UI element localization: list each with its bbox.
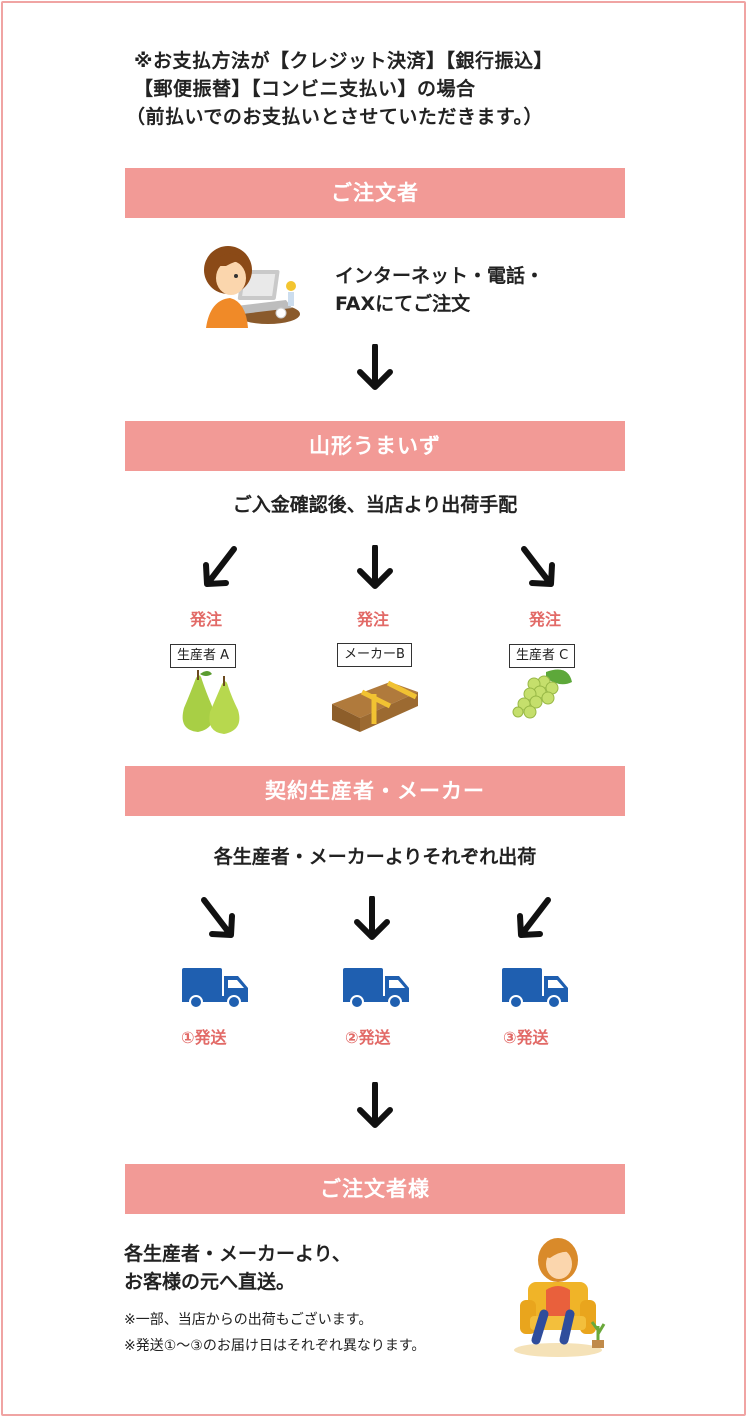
ordering-methods-line-2: FAXにてご注文 [335,293,471,315]
order-label-c: 発注 [529,610,562,629]
package-icon [332,680,418,732]
producer-a-label: 生産者 A [170,644,237,668]
producers-shipping-text: 各生産者・メーカーよりそれぞれ出荷 [213,846,537,868]
shipment-label-3: ③発送 [503,1028,549,1047]
shipping-note-1: ※一部、当店からの出荷もございます。 [124,1312,373,1328]
grapes-icon [512,669,572,719]
payment-note-line-2: 【郵便振替】【コンビニ支払い】の場合 [134,78,476,100]
shipment-label-1: ①発送 [181,1028,227,1047]
shipping-note-2: ※発送①～③のお届け日はそれぞれ異なります。 [124,1338,426,1354]
order-label-b: 発注 [357,610,390,629]
truck-icon [343,968,409,1009]
direct-delivery-text: 各生産者・メーカーより、 お客様の元へ直送。 [124,1240,351,1296]
shop-arrangement-text: ご入金確認後、当店より出荷手配 [232,494,518,516]
down-left-arrow-icon [517,897,551,938]
payment-note-line-1: ※お支払方法が【クレジット決済】【銀行振込】 [134,50,553,72]
shipment-label-2: ②発送 [345,1028,391,1047]
truck-icon [182,968,248,1009]
step-customer-header: ご注文者様 [125,1164,625,1214]
payment-note: ※お支払方法が【クレジット決済】【銀行振込】 【郵便振替】【コンビニ支払い】の場… [120,47,640,131]
pears-icon [182,670,240,734]
ordering-methods-line-1: インターネット・電話・ [335,265,545,287]
payment-note-line-3: （前払いでのお支払いとさせていただきます。） [126,106,544,128]
ordering-methods-text: インターネット・電話・ FAXにてご注文 [335,262,544,318]
down-left-arrow-icon [203,546,237,587]
maker-b-label: メーカーB [337,643,412,667]
direct-delivery-line-2: お客様の元へ直送。 [124,1271,296,1293]
down-arrow-icon [357,344,393,390]
down-arrow-icon [357,545,393,589]
down-arrow-icon [357,1082,393,1128]
woman-on-chair-icon [514,1238,606,1357]
down-right-arrow-icon [201,897,235,938]
step-ordering-customer-header: ご注文者 [125,168,625,218]
step-shop-header: 山形うまいず [125,421,625,471]
down-arrow-icon [354,896,390,940]
direct-delivery-line-1: 各生産者・メーカーより、 [124,1243,351,1265]
truck-icon [502,968,568,1009]
producer-c-label: 生産者 C [509,644,576,668]
step-producers-header: 契約生産者・メーカー [125,766,625,816]
order-label-a: 発注 [190,610,223,629]
down-right-arrow-icon [521,546,555,587]
woman-at-computer-icon [204,246,300,328]
